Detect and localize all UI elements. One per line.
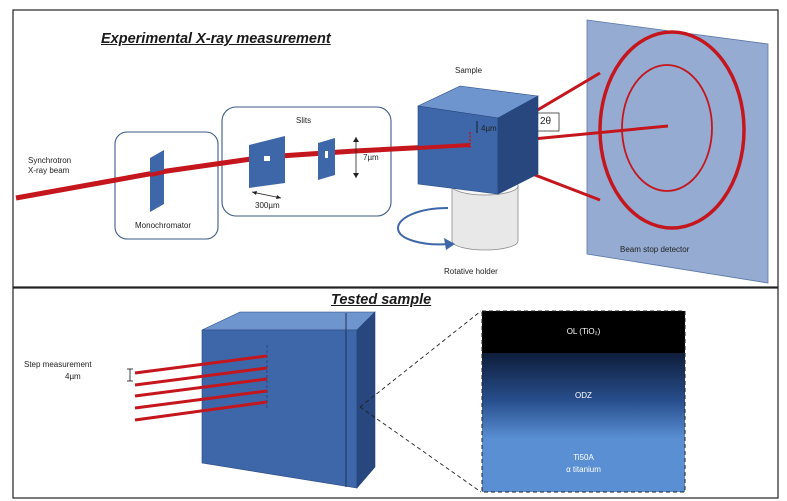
slit-plate-1 (249, 136, 285, 188)
sample-cube-front (417, 105, 499, 195)
step-beam-4 (134, 389, 268, 410)
slit-hole-1 (264, 156, 270, 161)
slit-hole-2 (325, 151, 328, 158)
sample-cube-side (497, 95, 539, 195)
detector-label: Beam stop detector (620, 245, 690, 254)
layer-ti50a (482, 439, 685, 492)
tested-sample-side (356, 311, 376, 489)
layer-ol-label: OL (TiO₂) (566, 327, 601, 336)
step-label-line2: 4µm (65, 372, 81, 381)
layer-odz (482, 353, 685, 439)
beam-into-sample (417, 143, 471, 150)
two-theta-label: 2θ (540, 116, 552, 127)
monochromator-plate (150, 150, 164, 212)
bottom-panel-title: Tested sample (331, 292, 432, 308)
slit-height-arrowhead-top (353, 137, 359, 142)
layer-ti50a-label: Ti50A (573, 453, 594, 462)
beam-label-line2: X-ray beam (28, 166, 70, 175)
slit-width-arrowhead-right (276, 195, 281, 199)
slit-width-arrowhead-left (252, 191, 257, 195)
slit-width-label: 300µm (255, 201, 280, 210)
slit-height-arrowhead-bottom (353, 173, 359, 178)
slits-label: Slits (296, 116, 312, 125)
step-beam-1 (134, 354, 268, 375)
slit-plate-2 (318, 138, 335, 180)
detector-ring-outer (598, 30, 746, 230)
tested-sample-top (201, 311, 376, 331)
top-panel-border (12, 9, 779, 288)
zoom-line-bottom (359, 406, 482, 493)
cross-section-frame (481, 310, 686, 493)
layer-ti50a-sublabel: α titanium (566, 465, 601, 474)
zoom-line-top (359, 310, 482, 408)
incident-beam (15, 142, 471, 201)
detector-ring-inner (621, 64, 713, 192)
sample-label: Sample (455, 66, 483, 75)
slit-height-label: 7µm (363, 153, 379, 162)
rotation-arrowhead (444, 238, 455, 250)
beam-size-label: 4µm (481, 124, 497, 133)
step-beam-2 (134, 366, 268, 387)
detector-panel (586, 19, 769, 284)
top-panel-title: Experimental X-ray measurement (101, 31, 331, 47)
step-beam-3 (134, 377, 268, 398)
rotation-arrow (396, 207, 449, 246)
step-beam-5 (134, 400, 268, 422)
layer-odz-label: ODZ (575, 391, 592, 400)
monochromator-label: Monochromator (135, 221, 192, 230)
rotative-holder-label: Rotative holder (444, 267, 498, 276)
slit-width-arrow (251, 191, 282, 199)
layer-ol (482, 311, 685, 353)
monochromator-box (114, 131, 219, 240)
mono-beam-through (149, 170, 165, 177)
bottom-panel-border (12, 287, 779, 499)
step-label-line1: Step measurement (24, 360, 92, 369)
beam-label-line1: Synchrotron (28, 156, 72, 165)
